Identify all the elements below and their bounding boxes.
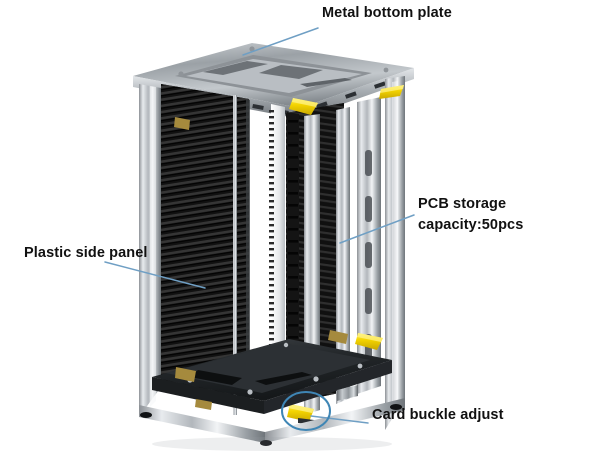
callout-pcb-storage-capacity: PCB storage capacity:50pcs [418, 194, 523, 236]
callout-card-buckle-adjust-line-1: Card buckle adjust [372, 407, 504, 423]
callout-plastic-side-panel-line-1: Plastic side panel [24, 245, 148, 261]
callout-metal-bottom-plate-line-1: Metal bottom plate [322, 5, 452, 21]
buckle-top-center [289, 98, 318, 115]
callout-card-buckle-adjust: Card buckle adjust [372, 405, 504, 426]
buckle-bottom-right [355, 333, 383, 350]
callout-metal-bottom-plate: Metal bottom plate [322, 3, 452, 24]
callout-pcb-storage-capacity-line-1: PCB storage [418, 196, 507, 212]
buckle-top-right [379, 85, 404, 99]
callout-pcb-storage-capacity-line-2: capacity:50pcs [418, 217, 524, 233]
callout-plastic-side-panel: Plastic side panel [24, 243, 148, 264]
